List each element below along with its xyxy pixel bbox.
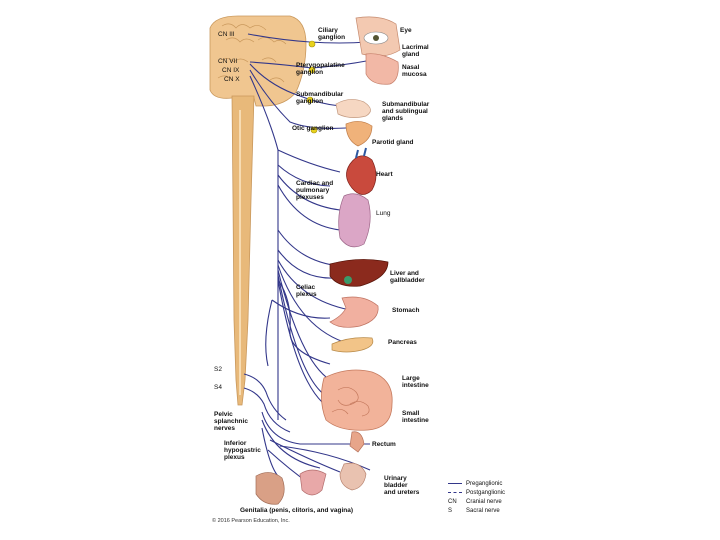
label-heart: Heart (376, 171, 393, 178)
label-ciliary: Ciliary ganglion (318, 27, 346, 41)
brain (209, 15, 307, 107)
label-pancreas: Pancreas (388, 339, 417, 346)
liver (329, 259, 389, 287)
parotid-gland (345, 121, 373, 147)
label-genitalia: Genitalia (penis, clitoris, and vagina) (240, 507, 354, 514)
legend-postganglionic: Postganglionic (448, 490, 505, 496)
label-submand-ganglion: Submandibular ganglion (296, 91, 344, 105)
label-lung: Lung (376, 210, 391, 217)
spinal-cord (231, 95, 255, 406)
label-nasal: Nasal mucosa (402, 64, 427, 78)
label-large: Large intestine (402, 375, 429, 389)
label-lacrimal: Lacrimal gland (402, 44, 429, 58)
label-celiac: Celiac plexus (296, 284, 317, 298)
label-stomach: Stomach (392, 307, 420, 314)
ganglia (306, 40, 318, 134)
label-cn3: CN III (218, 31, 235, 38)
label-submand-glands: Submandibular and sublingual glands (382, 101, 430, 122)
genitalia (255, 469, 327, 505)
label-liver: Liver and gallbladder (390, 270, 425, 284)
label-cn10: CN X (224, 76, 240, 83)
pancreas (331, 337, 374, 353)
nerve-paths (243, 33, 373, 485)
label-eye: Eye (400, 27, 412, 34)
intestines (321, 369, 393, 431)
bladder (339, 462, 367, 491)
rectum (349, 431, 365, 453)
label-bladder: Urinary bladder and ureters (384, 475, 420, 496)
label-otic: Otic ganglion (292, 125, 334, 132)
label-parotid: Parotid gland (372, 139, 414, 146)
eye (355, 16, 401, 57)
legend-preganglionic-swatch (448, 482, 462, 484)
label-cardiac: Cardiac and pulmonary plexuses (296, 180, 334, 201)
label-rectum: Rectum (372, 441, 396, 448)
label-s2: S2 (214, 366, 222, 373)
copyright: © 2016 Pearson Education, Inc. (212, 518, 290, 524)
nasal-mucosa (365, 53, 399, 85)
submandibular-glands (335, 99, 371, 118)
legend-preganglionic: Preganglionic (448, 481, 502, 487)
label-small: Small intestine (402, 410, 429, 424)
label-cn7: CN VII (218, 58, 238, 65)
stomach (329, 296, 379, 328)
label-cn9: CN IX (222, 67, 240, 74)
heart (346, 147, 377, 195)
legend-postganglionic-swatch (448, 491, 462, 493)
lung (338, 193, 371, 248)
label-hypogastric: Inferior hypogastric plexus (224, 440, 261, 461)
label-s4: S4 (214, 384, 222, 391)
label-pelvic: Pelvic splanchnic nerves (214, 411, 248, 432)
label-ptery: Pterygopalatine ganglion (296, 62, 345, 76)
